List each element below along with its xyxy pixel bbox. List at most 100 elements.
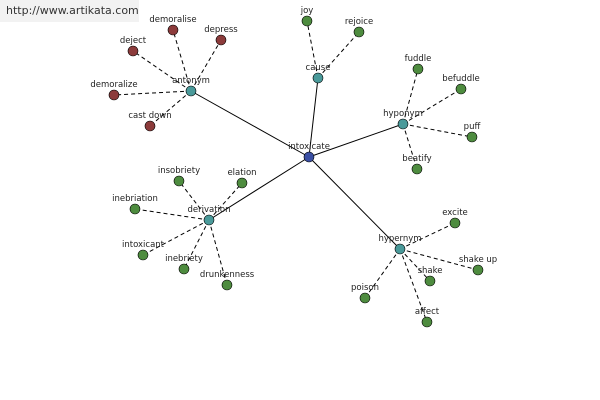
- node-inebriation-label[interactable]: inebriation: [112, 194, 158, 204]
- center-node-intoxicate[interactable]: intoxicate: [288, 142, 330, 163]
- node-cast-down-label[interactable]: cast down: [128, 111, 171, 121]
- relation-node-cause-label[interactable]: cause: [306, 63, 331, 73]
- center-node-intoxicate-label[interactable]: intoxicate: [288, 142, 330, 152]
- node-rejoice-dot[interactable]: [353, 26, 365, 38]
- node-fuddle-dot[interactable]: [412, 63, 424, 75]
- node-beatify-dot[interactable]: [411, 163, 423, 175]
- node-joy-label[interactable]: joy: [300, 6, 314, 16]
- node-puff-dot[interactable]: [466, 131, 478, 143]
- relation-node-antonym[interactable]: antonym: [172, 76, 210, 97]
- node-demoralise-label[interactable]: demoralise: [149, 15, 196, 25]
- edge-hyponym-puff: [402, 123, 473, 138]
- edge-center-derivation: [208, 156, 310, 221]
- node-shake-up-label[interactable]: shake up: [459, 255, 497, 265]
- relation-node-hypernym-label[interactable]: hypernym: [378, 234, 421, 244]
- node-demoralize[interactable]: demoralize: [90, 80, 138, 101]
- node-fuddle[interactable]: fuddle: [405, 54, 432, 75]
- node-insobriety[interactable]: insobriety: [158, 166, 200, 187]
- node-puff[interactable]: puff: [464, 122, 482, 143]
- node-inebriety-label[interactable]: inebriety: [165, 254, 203, 264]
- node-joy[interactable]: joy: [300, 6, 314, 27]
- node-excite-label[interactable]: excite: [442, 208, 468, 218]
- node-poison[interactable]: poison: [351, 283, 379, 304]
- node-beatify-label[interactable]: beatify: [402, 154, 431, 164]
- relation-node-hyponym-label[interactable]: hyponym: [383, 109, 423, 119]
- edge-antonym-cast-down: [149, 90, 192, 127]
- node-drunkenness[interactable]: drunkenness: [200, 270, 255, 291]
- node-demoralize-dot[interactable]: [108, 89, 120, 101]
- relation-node-derivation-dot[interactable]: [203, 214, 215, 226]
- node-elation-label[interactable]: elation: [227, 168, 256, 178]
- node-inebriation-dot[interactable]: [129, 203, 141, 215]
- node-poison-label[interactable]: poison: [351, 283, 379, 293]
- node-insobriety-dot[interactable]: [173, 175, 185, 187]
- relation-node-derivation-label[interactable]: derivation: [187, 205, 230, 215]
- node-inebriation[interactable]: inebriation: [112, 194, 158, 215]
- edge-center-hypernym: [308, 156, 401, 250]
- edge-derivation-inebriety: [183, 219, 210, 270]
- node-rejoice[interactable]: rejoice: [345, 17, 373, 38]
- node-beatify[interactable]: beatify: [402, 154, 432, 175]
- node-deject[interactable]: deject: [120, 36, 147, 57]
- node-intoxicant[interactable]: intoxicant: [122, 240, 165, 261]
- node-fuddle-label[interactable]: fuddle: [405, 54, 432, 64]
- relation-node-cause[interactable]: cause: [306, 63, 331, 84]
- node-inebriety[interactable]: inebriety: [165, 254, 203, 275]
- node-affect-label[interactable]: affect: [415, 307, 440, 317]
- node-intoxicant-dot[interactable]: [137, 249, 149, 261]
- node-deject-dot[interactable]: [127, 45, 139, 57]
- node-intoxicant-label[interactable]: intoxicant: [122, 240, 165, 250]
- node-cast-down[interactable]: cast down: [128, 111, 172, 132]
- node-demoralize-label[interactable]: demoralize: [90, 80, 137, 90]
- edge-derivation-inebriation: [134, 208, 210, 221]
- node-depress[interactable]: depress: [204, 25, 238, 46]
- edge-antonym-demoralise: [172, 29, 192, 92]
- relation-node-hyponym-dot[interactable]: [397, 118, 409, 130]
- relation-node-derivation[interactable]: derivation: [187, 205, 231, 226]
- node-rejoice-label[interactable]: rejoice: [345, 17, 373, 27]
- relation-node-hypernym-dot[interactable]: [394, 243, 406, 255]
- node-befuddle-dot[interactable]: [455, 83, 467, 95]
- edge-hyponym-beatify: [402, 123, 418, 170]
- node-befuddle[interactable]: befuddle: [442, 74, 480, 95]
- node-depress-dot[interactable]: [215, 34, 227, 46]
- relation-node-hypernym[interactable]: hypernym: [378, 234, 422, 255]
- relation-node-antonym-dot[interactable]: [185, 85, 197, 97]
- watermark-url[interactable]: http://www.artikata.com: [0, 0, 139, 22]
- node-insobriety-label[interactable]: insobriety: [158, 166, 200, 176]
- node-befuddle-label[interactable]: befuddle: [442, 74, 479, 84]
- node-deject-label[interactable]: deject: [120, 36, 147, 46]
- center-node-intoxicate-dot[interactable]: [303, 151, 315, 163]
- edge-hypernym-poison: [364, 248, 401, 299]
- edge-derivation-insobriety: [178, 180, 210, 221]
- relation-node-hyponym[interactable]: hyponym: [383, 109, 423, 130]
- node-demoralise-dot[interactable]: [167, 24, 179, 36]
- edge-cause-rejoice: [317, 31, 360, 79]
- node-cast-down-dot[interactable]: [144, 120, 156, 132]
- node-affect[interactable]: affect: [415, 307, 440, 328]
- edge-center-cause: [308, 77, 319, 158]
- node-poison-dot[interactable]: [359, 292, 371, 304]
- node-affect-dot[interactable]: [421, 316, 433, 328]
- node-excite[interactable]: excite: [442, 208, 468, 229]
- node-shake-dot[interactable]: [424, 275, 436, 287]
- node-excite-dot[interactable]: [449, 217, 461, 229]
- edge-hypernym-excite: [399, 222, 456, 250]
- node-shake-up[interactable]: shake up: [459, 255, 497, 276]
- edge-center-hyponym: [308, 123, 404, 158]
- node-drunkenness-label[interactable]: drunkenness: [200, 270, 255, 280]
- node-joy-dot[interactable]: [301, 15, 313, 27]
- node-demoralise[interactable]: demoralise: [149, 15, 197, 36]
- edge-derivation-drunkenness: [208, 219, 228, 286]
- node-elation[interactable]: elation: [227, 168, 257, 189]
- node-drunkenness-dot[interactable]: [221, 279, 233, 291]
- node-shake-label[interactable]: shake: [418, 266, 443, 276]
- node-inebriety-dot[interactable]: [178, 263, 190, 275]
- node-shake[interactable]: shake: [418, 266, 443, 287]
- relation-node-antonym-label[interactable]: antonym: [172, 76, 210, 86]
- node-elation-dot[interactable]: [236, 177, 248, 189]
- relation-node-cause-dot[interactable]: [312, 72, 324, 84]
- node-shake-up-dot[interactable]: [472, 264, 484, 276]
- node-puff-label[interactable]: puff: [464, 122, 482, 132]
- node-depress-label[interactable]: depress: [204, 25, 238, 35]
